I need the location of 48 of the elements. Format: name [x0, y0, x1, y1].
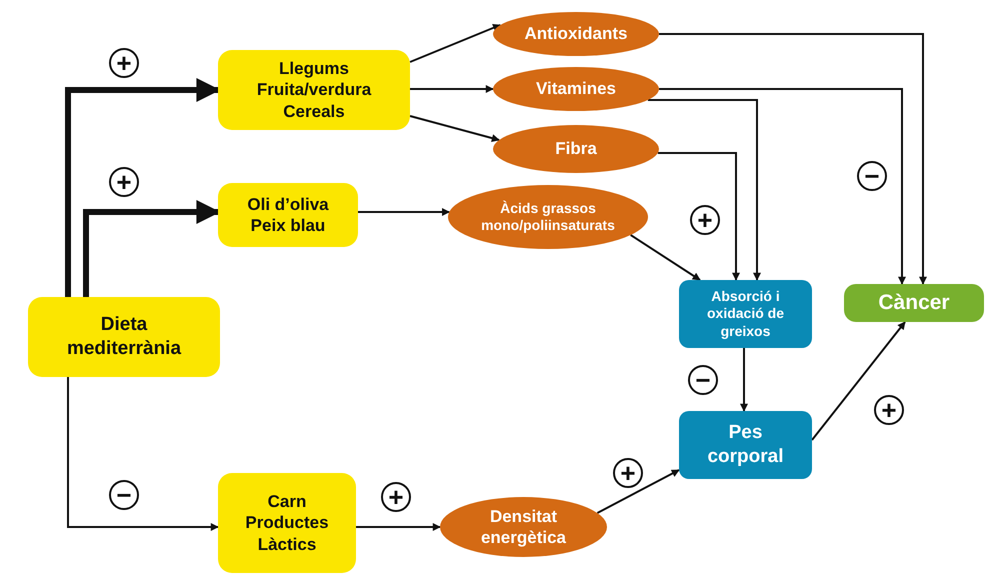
node-label: Peix blau: [250, 215, 326, 236]
node-label: Llegums: [279, 58, 349, 80]
node-label: Fruita/verdura: [256, 79, 372, 101]
node-label: Fibra: [555, 138, 597, 160]
node-label: Cereals: [283, 100, 345, 122]
node-label: Oli d’oliva: [247, 194, 329, 215]
node-label: Pes corporal: [706, 421, 785, 469]
arrow: [356, 523, 441, 531]
node-label: Carn: [268, 491, 306, 512]
food-box: [28, 297, 220, 377]
sign-symbol: +: [109, 167, 139, 197]
arrow: [596, 469, 680, 514]
food-box: [218, 473, 356, 573]
node-label: Antioxidants: [524, 23, 628, 45]
arrow: [67, 377, 219, 531]
arrow: [648, 99, 761, 281]
node-label: Àcids grassos mono/poliinsaturats: [480, 200, 616, 234]
food-box: [218, 50, 410, 130]
node-label: Dieta mediterrània: [66, 313, 182, 361]
sign-symbol: +: [109, 48, 139, 78]
node-label: Vitamines: [536, 78, 616, 100]
arrow: [630, 234, 701, 281]
sign-symbol: −: [109, 480, 139, 510]
process-box: [679, 280, 812, 348]
arrow: [410, 24, 501, 63]
arrow: [358, 208, 450, 216]
food-box: [218, 183, 358, 247]
arrow: [659, 88, 906, 285]
arrow: [811, 321, 906, 441]
arrow: [740, 348, 748, 412]
sign-symbol: −: [857, 161, 887, 191]
process-box: [679, 411, 812, 479]
node-label: Productes Làctics: [244, 512, 330, 555]
sign-symbol: −: [688, 365, 718, 395]
arrow: [83, 200, 220, 297]
sign-symbol: +: [381, 482, 411, 512]
outcome-box: [844, 284, 984, 322]
sign-symbol: +: [613, 458, 643, 488]
arrow: [65, 78, 220, 297]
arrow: [659, 33, 927, 285]
arrow: [658, 152, 740, 281]
node-label: Càncer: [878, 290, 950, 316]
arrow: [410, 85, 494, 93]
node-label: Densitat energètica: [480, 506, 568, 548]
sign-symbol: +: [690, 205, 720, 235]
sign-symbol: +: [874, 395, 904, 425]
arrow: [410, 115, 500, 142]
node-label: Absorció i oxidació de greixos: [706, 288, 786, 340]
